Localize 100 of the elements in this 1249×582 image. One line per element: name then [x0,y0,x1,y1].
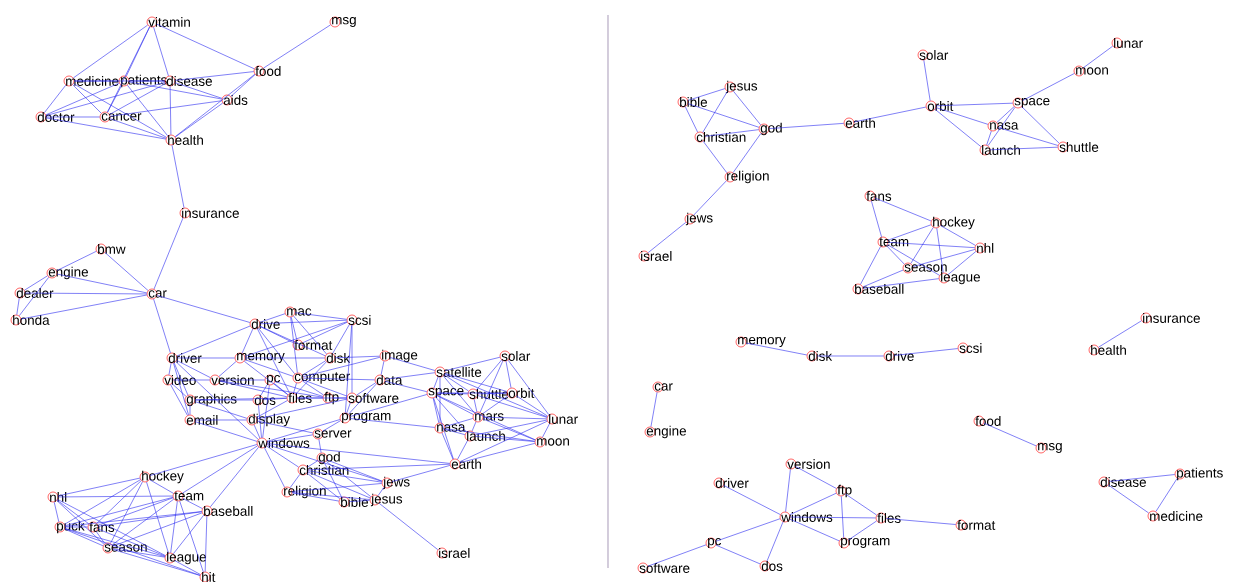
edge-line [97,511,203,527]
edge-line [64,497,174,526]
edge-line [444,356,501,372]
word-node: files [286,392,312,404]
edge-line [43,84,67,114]
edge-line [156,23,255,70]
edge-line [647,544,707,567]
edge-line [318,438,322,454]
edge-line [477,395,548,418]
edge-line [874,197,932,222]
edge-line [444,373,548,418]
edge-line [258,404,262,438]
edge-line [204,516,208,572]
edge-line [997,127,1059,146]
word-node: religion [724,170,769,184]
edge-line [505,360,512,389]
edge-line [153,298,171,354]
edge-line [72,84,102,114]
word-node: lunar [546,413,578,425]
edge-line [176,360,211,378]
word-node: disease [1098,476,1146,488]
word-node: food [973,415,1001,427]
word-node: league [938,271,980,285]
edge-line [170,384,188,416]
word-node: medicine [1147,510,1203,522]
word-node: cancer [99,111,142,123]
edge-line [260,319,347,325]
edge-line [174,73,256,138]
word-node: jews [684,212,713,226]
edge-line [263,398,288,400]
edge-line [1082,45,1114,69]
word-node: food [253,65,281,77]
edge-line [97,497,174,526]
edge-line [356,382,376,396]
word-node: religion [281,485,326,499]
edge-line [983,422,1037,447]
edge-line [459,420,548,463]
edge-line [886,245,905,265]
edge-line [112,548,166,558]
edge-line [218,361,237,377]
word-node: memory [234,352,285,364]
edge-line [444,429,466,435]
word-node: files [875,512,901,524]
edge-line [109,118,167,139]
edge-line [182,498,203,509]
word-node: version [209,374,254,386]
edge-line [65,526,88,528]
edge-line [862,269,904,288]
edge-line [95,531,106,544]
edge-line [64,479,141,525]
edge-line [433,397,454,460]
edge-line [795,466,837,489]
edge-line [56,500,105,545]
edge-line [290,316,298,341]
edge-line [16,297,20,316]
edge-line [297,397,347,399]
edge-line [45,82,166,116]
edge-line [293,382,297,394]
edge-line [168,362,172,376]
edge-line [702,140,728,174]
word-node: israel [638,250,672,262]
edge-line [389,357,436,371]
edge-line [841,495,844,538]
word-node: msg [1035,442,1062,454]
edge-line [293,315,327,355]
edge-line [935,107,989,125]
edge-line [990,146,1058,151]
edge-line [210,446,259,508]
word-node: christian [694,131,746,143]
edge-line [436,394,536,441]
edge-line [817,355,884,357]
edge-line [194,401,248,419]
edge-line [256,400,288,418]
edge-line [479,360,504,413]
word-node: msg [329,16,356,28]
edge-line [58,495,173,498]
word-node: software [346,392,399,404]
edge-line [18,276,50,317]
word-node: engine [46,266,88,280]
word-node: insurance [1140,312,1200,324]
word-node: launch [979,144,1020,156]
edge-line [266,443,451,464]
edge-line [244,321,348,357]
edge-line [853,106,927,123]
edge-line [384,380,428,392]
edge-line [107,85,122,113]
edge-line [704,129,760,137]
edge-line [893,348,959,356]
edge-line [647,222,687,253]
edge-line [264,447,285,488]
word-node: server [312,428,352,440]
edge-line [789,492,837,516]
word-node: disk [806,350,833,362]
word-node: driver [713,477,749,489]
word-node: bible [677,96,707,108]
word-node: data [374,374,403,386]
edge-line [845,493,877,516]
word-node: season [102,542,147,554]
edge-line [256,398,348,420]
edge-line [171,144,185,209]
